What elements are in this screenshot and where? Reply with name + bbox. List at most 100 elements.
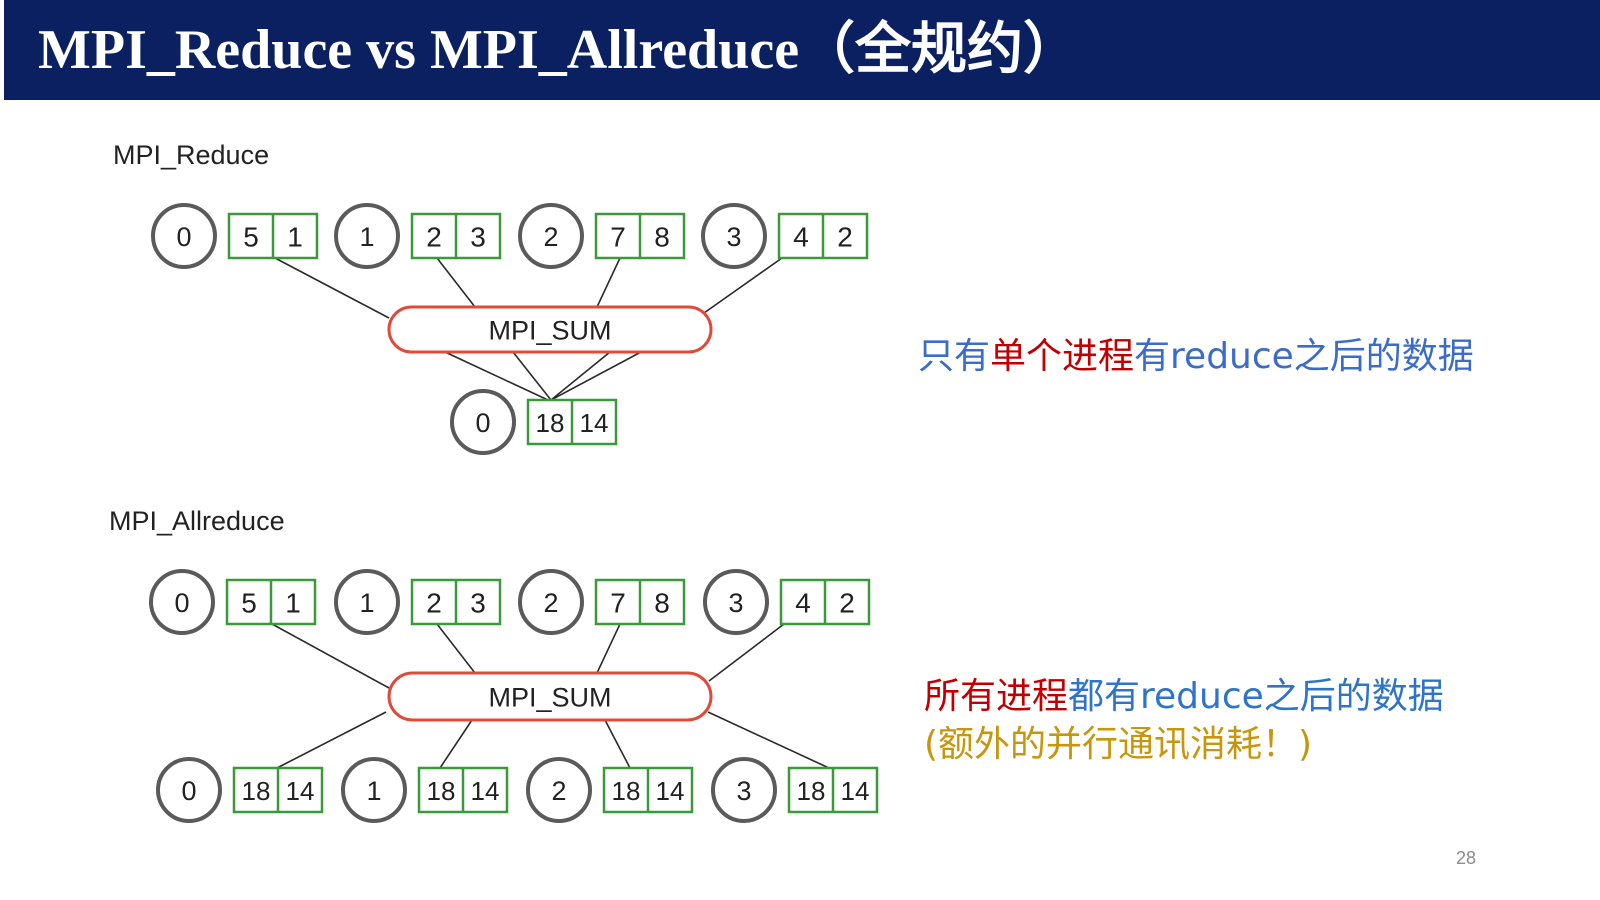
note-segment: 有reduce之后的数据 [1134,336,1474,377]
buffer-value: 14 [286,776,315,806]
connector-line [439,719,473,769]
slide-title: MPI_Reduce vs MPI_Allreduce（全规约） [38,19,1080,81]
buffer-value: 2 [837,222,853,253]
allreduce-cost-note: (额外的并行通讯消耗！) [924,722,1312,768]
buffer-value: 4 [793,222,809,253]
rank-label: 2 [543,222,558,252]
connector-line [550,351,642,401]
op-label: MPI_SUM [488,683,611,713]
process-node: 1 18 14 [341,757,509,823]
connector-line [276,711,387,769]
rank-label: 1 [359,588,374,618]
note-segment: 所有进程 [924,676,1069,717]
rank-circle [518,569,584,635]
buffer-value: 8 [654,588,670,619]
rank-circle [701,203,767,269]
rank-label: 0 [181,776,196,806]
buffer-value: 14 [580,408,609,438]
rank-label: 2 [543,588,558,618]
op-label: MPI_SUM [488,316,611,346]
rank-label: 0 [176,222,191,252]
rank-circle [341,757,407,823]
rank-label: 1 [359,222,374,252]
buffer-value: 18 [612,776,641,806]
op-box [387,671,713,722]
buffer-value: 18 [797,776,826,806]
connector-line [707,711,830,769]
connector-line [444,351,549,401]
rank-circle [149,569,215,635]
diagram-label: MPI_Allreduce [109,506,285,536]
rank-circle [450,389,516,455]
buffer-value: 18 [427,776,456,806]
rank-circle [526,757,592,823]
connector-line [550,351,611,401]
rank-label: 1 [366,776,381,806]
rank-circle [151,203,217,269]
buffer-value: 18 [242,776,271,806]
reduce-note: 只有单个进程有reduce之后的数据 [918,334,1474,380]
rank-circle [711,757,777,823]
buffer-value: 5 [243,222,259,253]
connector-line [274,257,390,319]
rank-circle [518,203,584,269]
op-box [387,305,713,354]
rank-label: 0 [174,588,189,618]
rank-circle [156,757,222,823]
process-node: 2 18 14 [526,757,694,823]
connector-line [596,623,621,674]
buffer-value: 14 [471,776,500,806]
buffer-value: 14 [656,776,685,806]
connector-line [708,623,785,682]
rank-circle [334,203,400,269]
allreduce-note: 所有进程都有reduce之后的数据 [924,674,1444,720]
process-node: 0 18 14 [450,389,618,455]
note-segment: 单个进程 [990,336,1135,377]
connector-line [436,257,476,308]
buffer-value: 1 [287,222,303,253]
buffer-value: 3 [470,588,486,619]
buffer-value: 4 [795,588,811,619]
buffer-value: 2 [426,222,442,253]
connector-line [703,257,783,314]
rank-label: 0 [475,408,490,438]
buffer-value: 5 [241,588,257,619]
rank-label: 3 [726,222,741,252]
buffer-value: 7 [610,588,626,619]
buffer-value: 3 [470,222,486,253]
note-segment: (额外的并行通讯消耗！) [924,724,1313,765]
rank-label: 2 [551,776,566,806]
connector-line [596,257,621,308]
process-node: 0 18 14 [156,757,324,823]
connector-line [271,623,390,689]
rank-label: 3 [728,588,743,618]
buffer-value: 2 [839,588,855,619]
connector-line [436,623,476,674]
page-number: 28 [1456,848,1477,868]
rank-circle [334,569,400,635]
diagram-label: MPI_Reduce [113,140,269,170]
buffer-value: 7 [610,222,626,253]
buffer-value: 14 [841,776,870,806]
title-bar: MPI_Reduce vs MPI_Allreduce（全规约） [4,0,1600,100]
connector-line [604,719,631,769]
note-segment: 都有reduce之后的数据 [1068,676,1444,717]
connector-line [512,351,552,401]
rank-label: 3 [736,776,751,806]
note-segment: 只有 [918,336,991,377]
buffer-value: 8 [654,222,670,253]
buffer-value: 1 [285,588,301,619]
rank-circle [703,569,769,635]
buffer-value: 18 [536,408,565,438]
process-node: 3 18 14 [711,757,879,823]
buffer-value: 2 [426,588,442,619]
